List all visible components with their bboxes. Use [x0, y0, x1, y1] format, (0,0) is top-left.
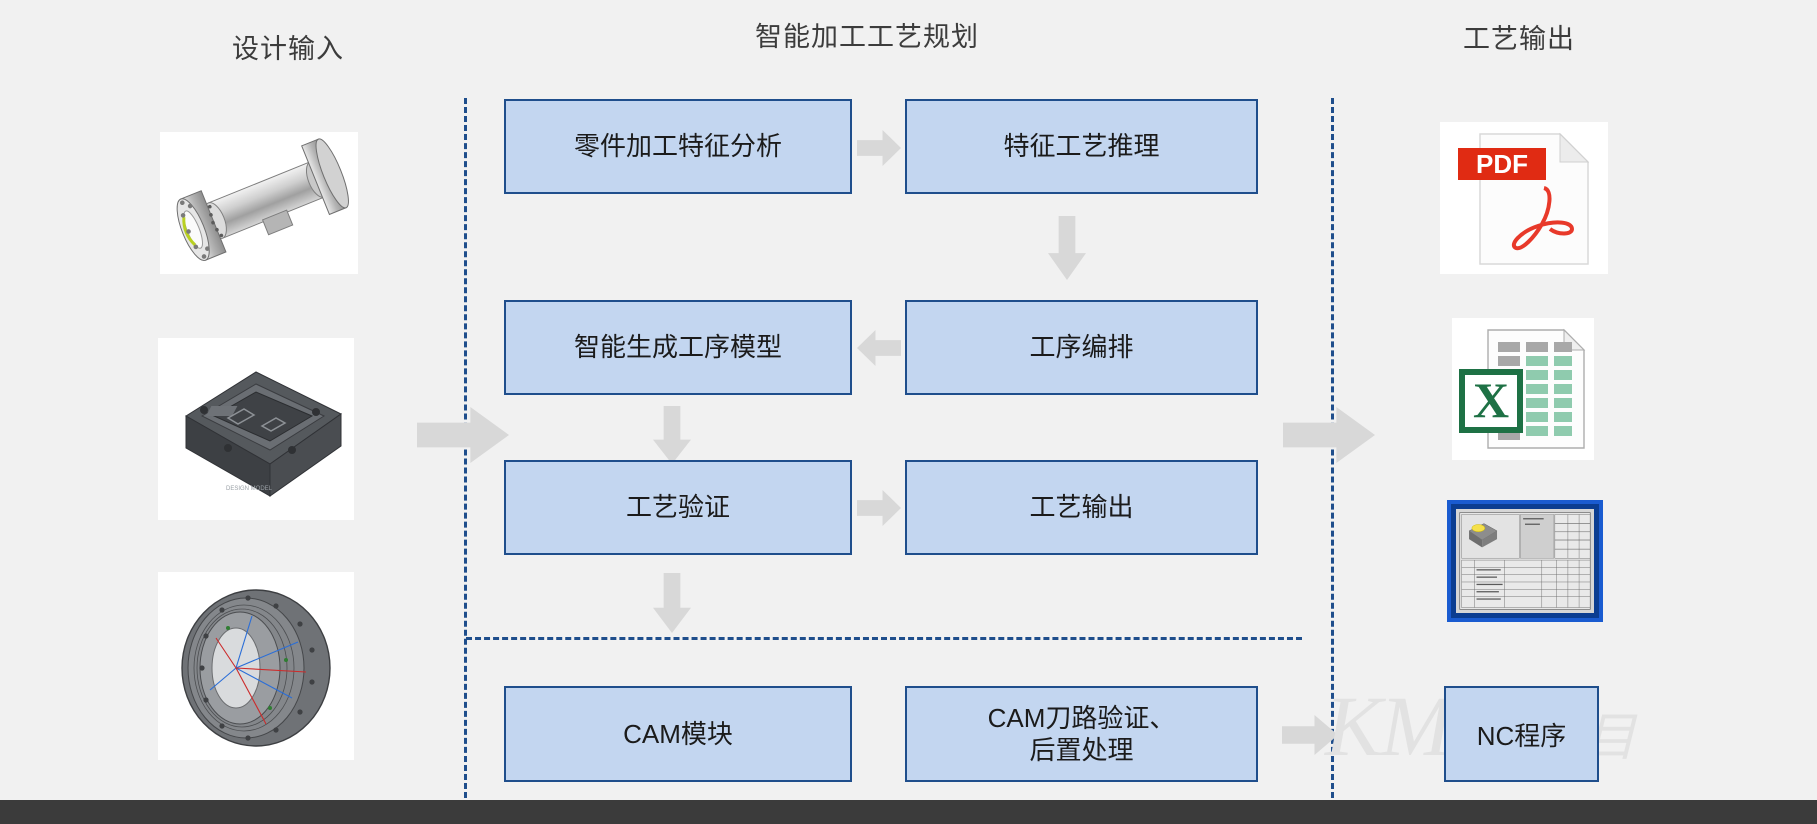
input-thumbnail-mold-plate: DESIGN MODEL	[158, 338, 354, 520]
arrow-verify-to-output	[857, 490, 901, 526]
divider-right-dashed	[1331, 98, 1334, 798]
input-thumbnail-shaft-housing	[160, 132, 358, 274]
arrow-cam-toolpath-to-nc	[1282, 715, 1338, 755]
process-box-feature-analysis[interactable]: 零件加工特征分析	[504, 99, 852, 194]
arrow-input-to-planning	[417, 407, 509, 463]
arrow-planning-to-output	[1283, 407, 1375, 463]
watermark-mark: KM	[1325, 678, 1452, 774]
arrow-process-model-to-verify	[653, 406, 691, 464]
arrow-feature-analysis-to-reasoning	[857, 130, 901, 166]
output-box-nc-program[interactable]: NC程序	[1444, 686, 1599, 782]
arrow-sequence-to-process-model	[857, 330, 901, 366]
column-title-design-input: 设计输入	[232, 34, 344, 64]
pdf-file-icon: PDF	[1440, 122, 1608, 274]
svg-text:DESIGN MODEL: DESIGN MODEL	[226, 486, 273, 492]
process-box-process-verify[interactable]: 工艺验证	[504, 460, 852, 555]
process-box-cam-module[interactable]: CAM模块	[504, 686, 852, 782]
arrow-reasoning-to-sequence	[1048, 216, 1086, 280]
process-sheet-icon	[1456, 509, 1594, 613]
output-thumbnail-excel: X	[1452, 318, 1594, 460]
3d-engine-casing-model-icon	[158, 572, 354, 760]
arrow-verify-to-cam	[653, 573, 691, 633]
svg-text:X: X	[1473, 372, 1509, 428]
column-title-process-output: 工艺输出	[1463, 24, 1575, 54]
divider-left-dashed	[464, 98, 467, 798]
bottom-bar	[0, 800, 1817, 824]
process-box-feature-reasoning[interactable]: 特征工艺推理	[905, 99, 1258, 194]
input-thumbnail-engine-casing	[158, 572, 354, 760]
3d-mold-plate-model-icon: DESIGN MODEL	[158, 338, 354, 520]
process-box-process-sequence[interactable]: 工序编排	[905, 300, 1258, 395]
3d-shaft-model-icon	[160, 132, 358, 274]
output-thumbnail-process-sheet	[1447, 500, 1603, 622]
process-box-process-model[interactable]: 智能生成工序模型	[504, 300, 852, 395]
output-thumbnail-pdf: PDF	[1440, 122, 1608, 274]
column-title-process-planning: 智能加工工艺规划	[755, 22, 979, 52]
divider-cam-section-dashed	[466, 637, 1302, 640]
svg-text:PDF: PDF	[1476, 149, 1528, 179]
cam-toolpath-line-1: CAM刀路验证、	[987, 702, 1176, 733]
process-box-cam-toolpath[interactable]: CAM刀路验证、 后置处理	[905, 686, 1258, 782]
cam-toolpath-line-2: 后置处理	[1029, 735, 1134, 765]
excel-file-icon: X	[1452, 318, 1594, 460]
process-box-process-output[interactable]: 工艺输出	[905, 460, 1258, 555]
